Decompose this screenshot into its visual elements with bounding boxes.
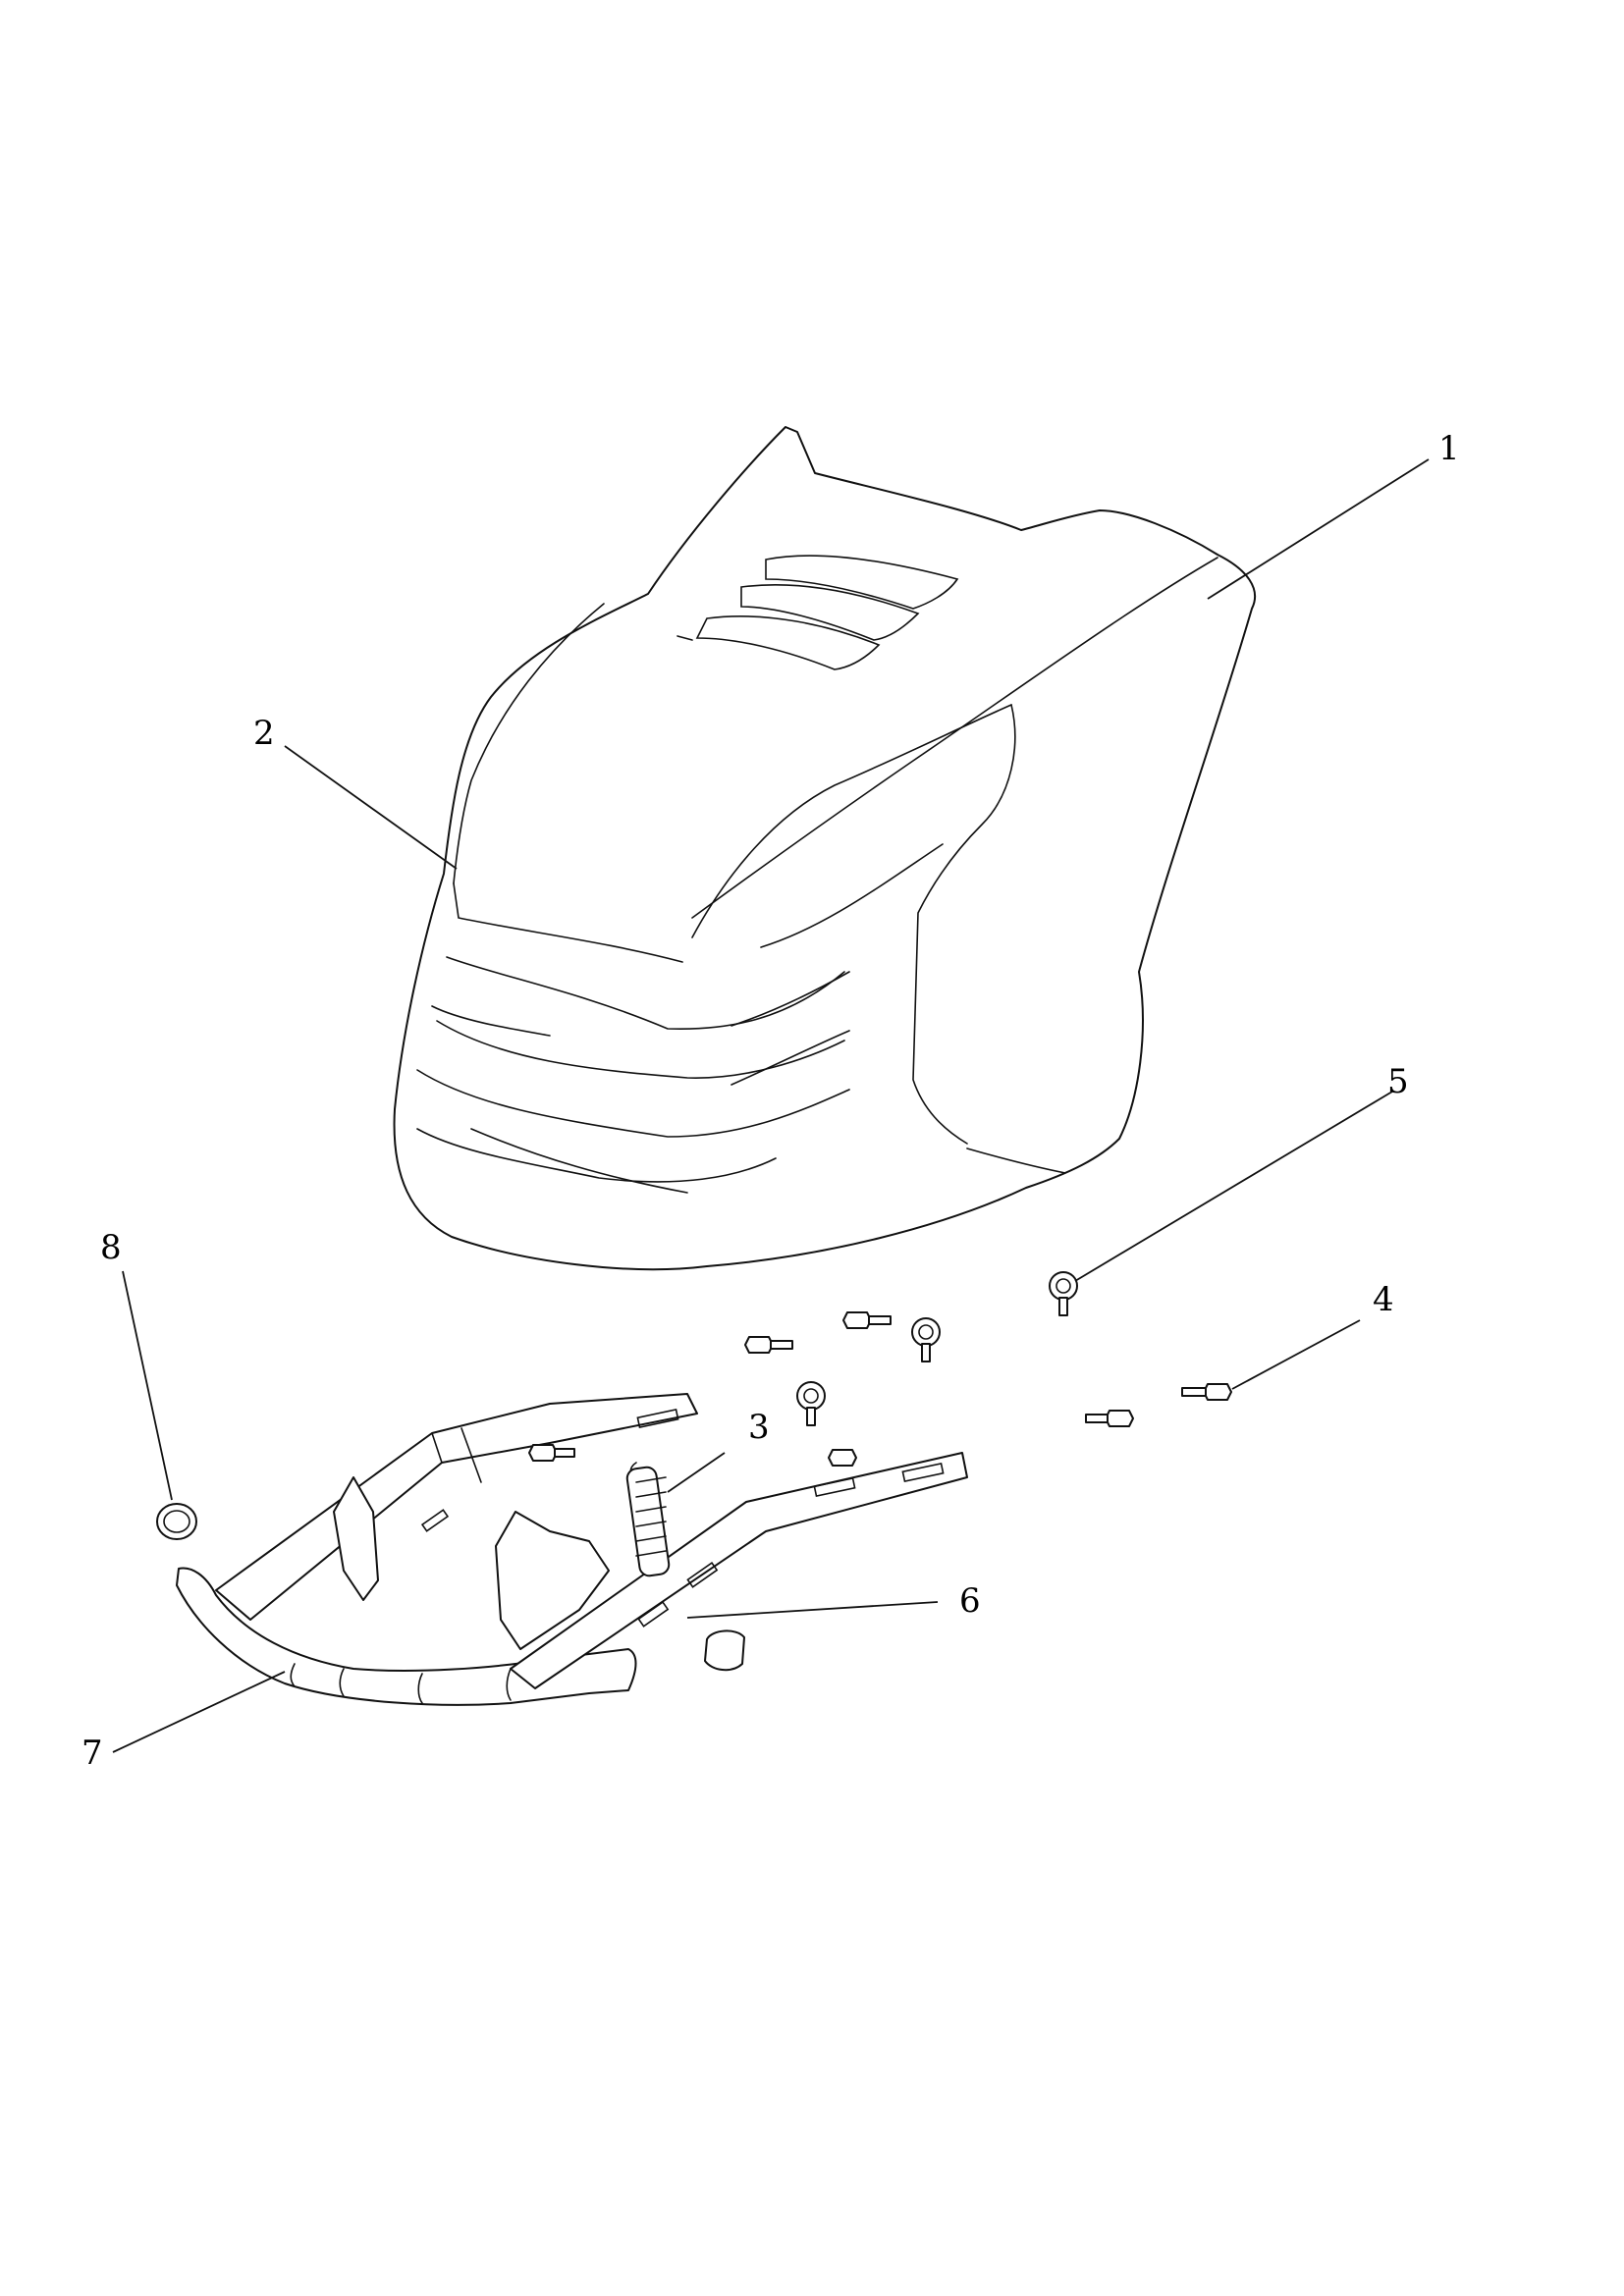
- fasteners: [528, 1271, 1232, 1467]
- leader-lines: [112, 458, 1430, 1753]
- hood: [393, 426, 1257, 1271]
- leader-7: [112, 1671, 286, 1753]
- bumper-frame: [176, 1393, 968, 1706]
- leader-5: [1074, 1091, 1393, 1282]
- leader-1: [1207, 458, 1430, 600]
- callout-1: 1: [1438, 429, 1460, 468]
- callout-5: 5: [1387, 1062, 1409, 1101]
- callout-6: 6: [959, 1581, 981, 1621]
- leader-6: [686, 1601, 939, 1619]
- leader-4: [1231, 1319, 1361, 1390]
- leader-3: [667, 1452, 726, 1493]
- grommet: [156, 1503, 197, 1540]
- callout-3: 3: [748, 1408, 770, 1447]
- callout-4: 4: [1373, 1280, 1394, 1319]
- callout-8: 8: [100, 1228, 122, 1267]
- callout-7: 7: [81, 1734, 103, 1773]
- callout-labels: 1 2 3 4 5 6 7 8: [81, 429, 1460, 1773]
- callout-2: 2: [253, 714, 275, 753]
- leader-2: [284, 745, 458, 870]
- leader-8: [122, 1270, 173, 1501]
- spring: [625, 1462, 671, 1577]
